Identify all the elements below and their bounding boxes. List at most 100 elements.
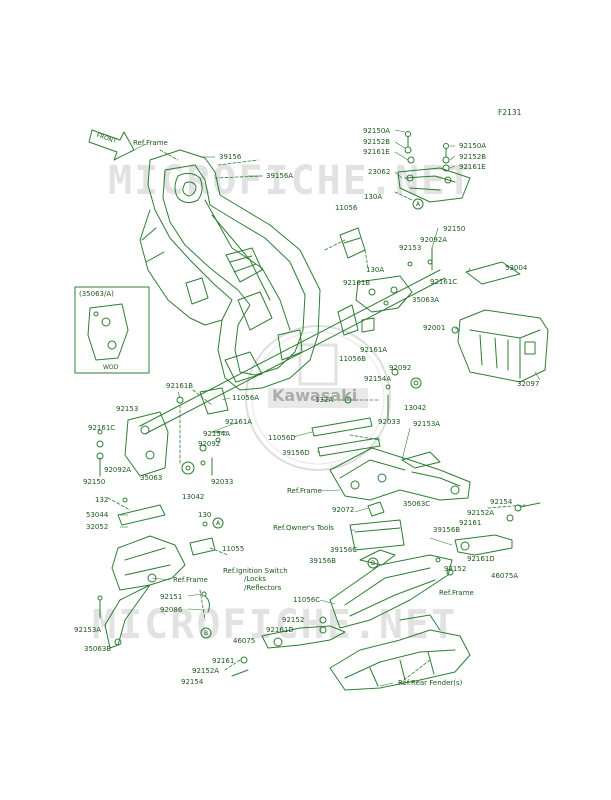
label-part-46075a: 46075A [491, 572, 519, 580]
label-part-92072: 92072 [332, 506, 355, 514]
callout-b-right: B [371, 560, 375, 567]
label-ref-reflectors: /Reflectors [244, 584, 282, 592]
label-part-92033: 92033 [378, 418, 401, 426]
label-part-53044: 53044 [86, 511, 109, 519]
label-part-11056b: 11056B [339, 355, 367, 363]
label-part-92161d-b: 92161D [266, 626, 294, 634]
watermark-logo [245, 325, 391, 471]
label-part-92153a: 92153A [413, 420, 441, 428]
label-part-92161c: 92161C [430, 278, 458, 286]
label-part-92092a: 92092A [420, 236, 448, 244]
label-part-92001: 92001 [423, 324, 446, 332]
top-fasteners [404, 131, 450, 172]
label-part-132: 132 [95, 496, 109, 504]
label-part-11056d: 11056D [268, 434, 296, 442]
label-part-92154-b: 92154 [181, 678, 204, 686]
label-part-92092: 92092 [389, 364, 412, 372]
bracket-23062 [397, 167, 471, 203]
bracket-11056b [337, 304, 375, 336]
label-part-92152-b: 92152 [282, 616, 305, 624]
front-arrow [88, 129, 135, 161]
label-part-53004: 53004 [505, 264, 528, 272]
bracket-11055 [189, 521, 216, 556]
inset-title: (35063/A) [79, 290, 114, 298]
label-part-92161b: 92161B [343, 279, 371, 287]
inset-box [74, 286, 150, 374]
callout-a-left: A [216, 520, 221, 527]
label-part-92153: 92153 [399, 244, 422, 252]
wod-label: WOD [103, 364, 119, 371]
label-part-39156: 39156 [219, 153, 242, 161]
label-part-11056: 11056 [335, 204, 358, 212]
label-ref-locks: /Locks [244, 575, 266, 583]
bracket-11056 [339, 227, 366, 259]
label-part-92153a-l: 92153A [74, 626, 102, 634]
label-part-130a: 130A [364, 193, 383, 201]
label-part-130: 130 [198, 511, 212, 519]
bracket-35063 [96, 411, 169, 477]
leader-lines [120, 129, 541, 687]
label-part-92150-l: 92150 [83, 478, 106, 486]
label-part-92161a: 92161A [360, 346, 388, 354]
label-part-92092-l: 92092 [198, 440, 221, 448]
label-part-92153-l: 92153 [116, 405, 139, 413]
label-part-92154a: 92154A [364, 375, 392, 383]
label-part-35063b: 35063B [84, 645, 112, 653]
label-part-11056a: 11056A [232, 394, 260, 402]
plate-53004 [465, 261, 521, 285]
label-part-39156b: 39156B [433, 526, 461, 534]
cable-92086 [201, 591, 210, 613]
right-mid-fasteners [344, 368, 422, 421]
label-part-11056c: 11056C [293, 596, 321, 604]
bracket-35063a [355, 247, 433, 313]
watermark-logo-text: Kawasaki [272, 386, 358, 405]
callout-b-left: B [204, 630, 208, 637]
label-ref-frame-4: Ref.Frame [439, 589, 474, 597]
label-ref-frame: Ref.Frame [133, 139, 168, 147]
watermark-bottom: MICROFICHE.NET [92, 602, 458, 648]
label-ref-owners-tools: Ref.Owner's Tools [273, 524, 334, 532]
label-part-39156b-2: 39156B [309, 557, 337, 565]
rear-fender [329, 614, 471, 691]
bracket-35063c [329, 447, 471, 501]
footrest-46075 [231, 616, 346, 677]
label-part-92161e: 92161E [363, 148, 390, 156]
label-part-130a-2: 130A [366, 266, 385, 274]
label-ref-rear-fender: Ref.Rear Fender(s) [398, 679, 463, 687]
label-part-92161b-l: 92161B [166, 382, 194, 390]
label-part-92161a-l: 92161A [225, 418, 253, 426]
label-part-92161: 92161 [459, 519, 482, 527]
plate-11056d [311, 417, 381, 457]
label-part-92086: 92086 [160, 606, 183, 614]
label-part-92152b: 92152B [363, 138, 391, 146]
battery-case [451, 309, 549, 383]
label-part-13042-l: 13042 [182, 493, 205, 501]
label-part-92033-l: 92033 [211, 478, 234, 486]
callout-circles [200, 198, 424, 639]
label-part-39156d: 39156D [282, 449, 310, 457]
label-part-92150a: 92150A [363, 127, 391, 135]
label-part-32097: 32097 [517, 380, 540, 388]
left-mid-fasteners [181, 431, 227, 476]
label-part-11055: 11055 [222, 545, 245, 553]
label-part-92092a-l: 92092A [104, 466, 132, 474]
label-part-92150: 92150 [443, 225, 466, 233]
label-part-92161d: 92161D [467, 555, 495, 563]
callout-a-top: A [416, 201, 421, 208]
bracket-11056a [176, 387, 229, 415]
label-part-92152b-r: 92152B [459, 153, 487, 161]
label-part-32052: 32052 [86, 523, 109, 531]
label-part-13042: 13042 [404, 404, 427, 412]
label-part-46075: 46075 [233, 637, 256, 645]
label-part-92161c-l: 92161C [88, 424, 116, 432]
label-part-92150a-r: 92150A [459, 142, 487, 150]
label-part-39156c: 39156C [330, 546, 358, 554]
rear-subframe [329, 549, 453, 629]
label-part-132a: 132A [315, 396, 334, 404]
label-part-92152a: 92152A [467, 509, 495, 517]
label-part-35063c: 35063C [403, 500, 431, 508]
bracket-32052 [97, 497, 186, 649]
label-part-35063a: 35063A [412, 296, 440, 304]
